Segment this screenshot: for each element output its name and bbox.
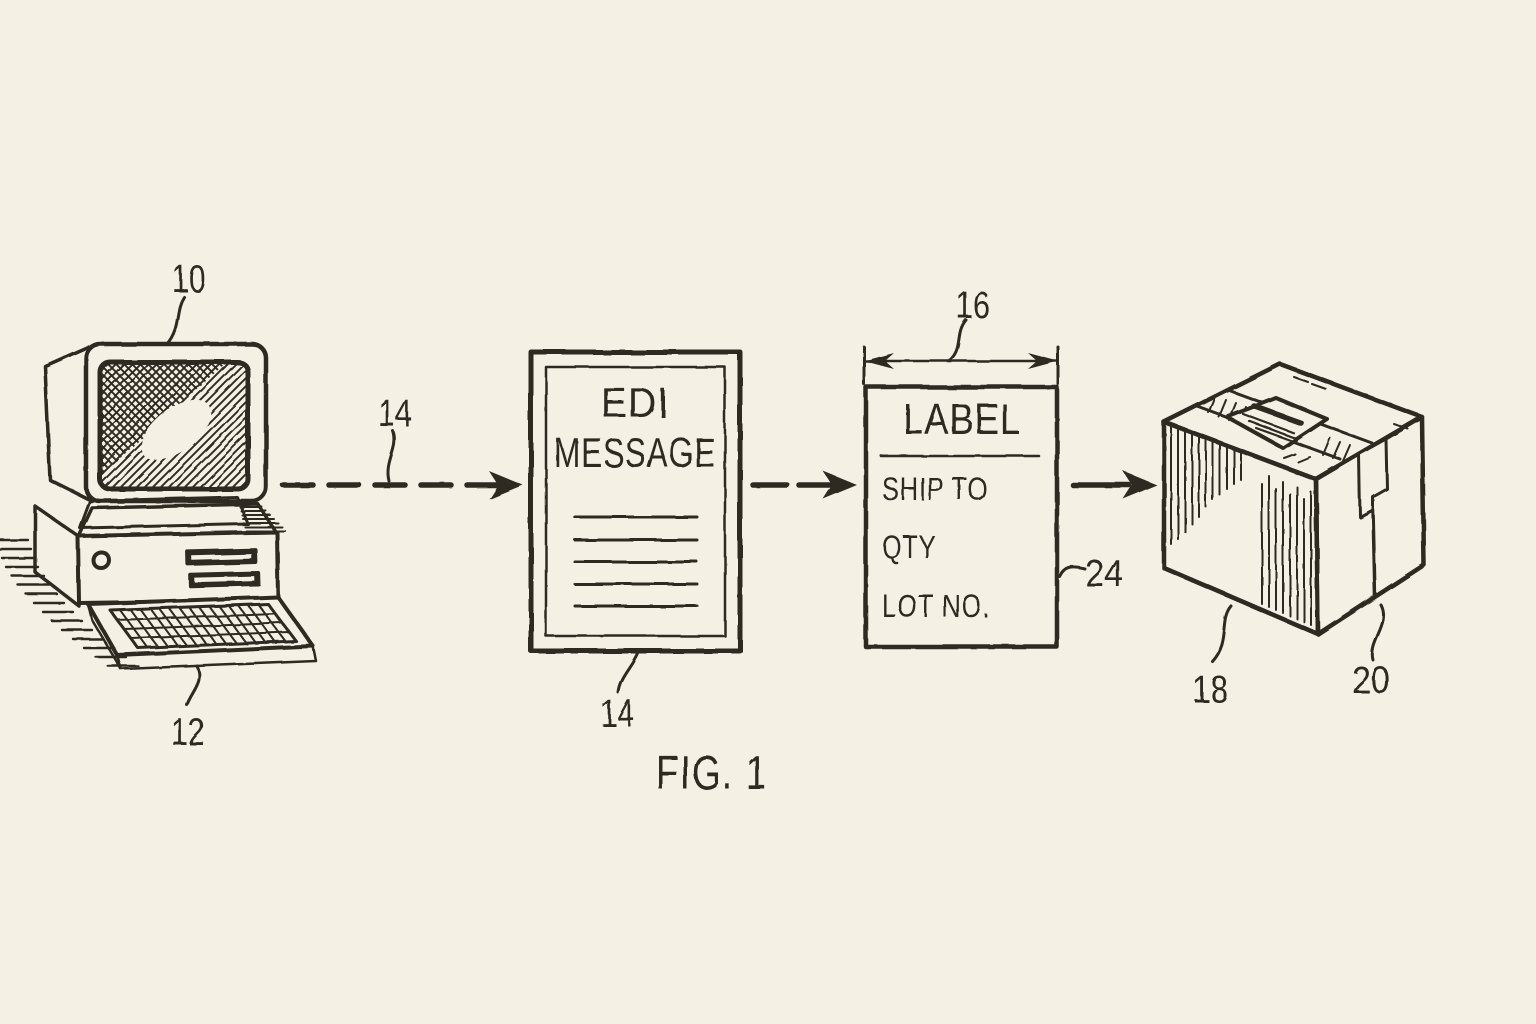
leader-line-14b (616, 650, 640, 694)
leader-line-18 (1210, 604, 1233, 663)
edi-title-line2: MESSAGE (554, 429, 716, 476)
top-label-border (1225, 396, 1329, 450)
dimension-arrowhead-right (1028, 353, 1058, 369)
label-field-ship-to: SHIP TO (882, 471, 988, 507)
screen-bezel (97, 359, 251, 492)
monitor-screen (100, 362, 248, 489)
keys-outline (108, 602, 298, 650)
arrow-edi-to-label (750, 471, 857, 499)
ref-num-package: 18 (1192, 669, 1228, 711)
leader-line-16 (948, 318, 968, 362)
edi-message-document: EDI MESSAGE 14 (528, 349, 743, 735)
front-face-shading-right (1261, 475, 1312, 626)
leader-line-24 (1058, 565, 1087, 579)
ref-num-keyboard: 12 (171, 712, 205, 754)
package-illustration: 18 20 (1161, 361, 1427, 711)
computer-illustration: 10 12 (0, 259, 318, 754)
key-column-lines (119, 603, 287, 649)
ref-num-edi-document: 14 (600, 693, 634, 735)
arrow-label-to-package (1070, 471, 1157, 499)
ref-num-computer: 10 (172, 259, 206, 301)
arrowhead (489, 471, 523, 499)
front-face-shading-left (1170, 425, 1242, 545)
document-outer-border (528, 349, 743, 654)
arrowhead (1123, 471, 1157, 499)
package-top-label (1225, 396, 1329, 450)
figure-caption: FIG. 1 (656, 747, 768, 800)
screen-glare-highlight (141, 399, 211, 461)
top-face-ticks (1283, 376, 1409, 463)
dimension-arrowhead-left (864, 353, 894, 369)
leader-line-10 (165, 295, 186, 346)
leader-line-14a (386, 429, 396, 483)
top-label-lines (1241, 412, 1299, 443)
ref-num-tape: 20 (1352, 660, 1390, 702)
document-inner-border (544, 365, 727, 638)
system-unit-front (76, 530, 280, 605)
label-field-qty: QTY (882, 529, 936, 565)
label-box-border (863, 384, 1060, 650)
label-field-lot-no: LOT NO. (882, 588, 990, 624)
power-button (91, 550, 111, 570)
edi-title-line1: EDI (601, 379, 669, 426)
ground-shadow-hatching (0, 538, 140, 668)
width-dimension: 16 (862, 285, 1060, 386)
leader-line-20 (1370, 603, 1385, 662)
top-label-scribble (1251, 403, 1304, 426)
keyboard-front-edge (115, 644, 318, 671)
ref-num-label-width: 16 (956, 285, 990, 327)
unit-top-shading (239, 506, 286, 532)
label-box-title: LABEL (903, 395, 1021, 444)
shipping-label-spec: LABEL SHIP TO QTY LOT NO. 16 24 (862, 285, 1123, 650)
leader-line-12 (185, 664, 201, 707)
tape-strip-right-face (1357, 437, 1389, 519)
arrowhead (823, 471, 857, 499)
ref-num-label: 24 (1085, 553, 1123, 595)
document-text-lines (573, 515, 699, 608)
arrow-computer-to-edi: 14 (280, 393, 523, 499)
monitor-base (78, 495, 250, 530)
ref-num-transmission: 14 (378, 393, 412, 435)
tape-edge-line (1371, 508, 1377, 599)
disk-drive-slots (185, 548, 261, 588)
